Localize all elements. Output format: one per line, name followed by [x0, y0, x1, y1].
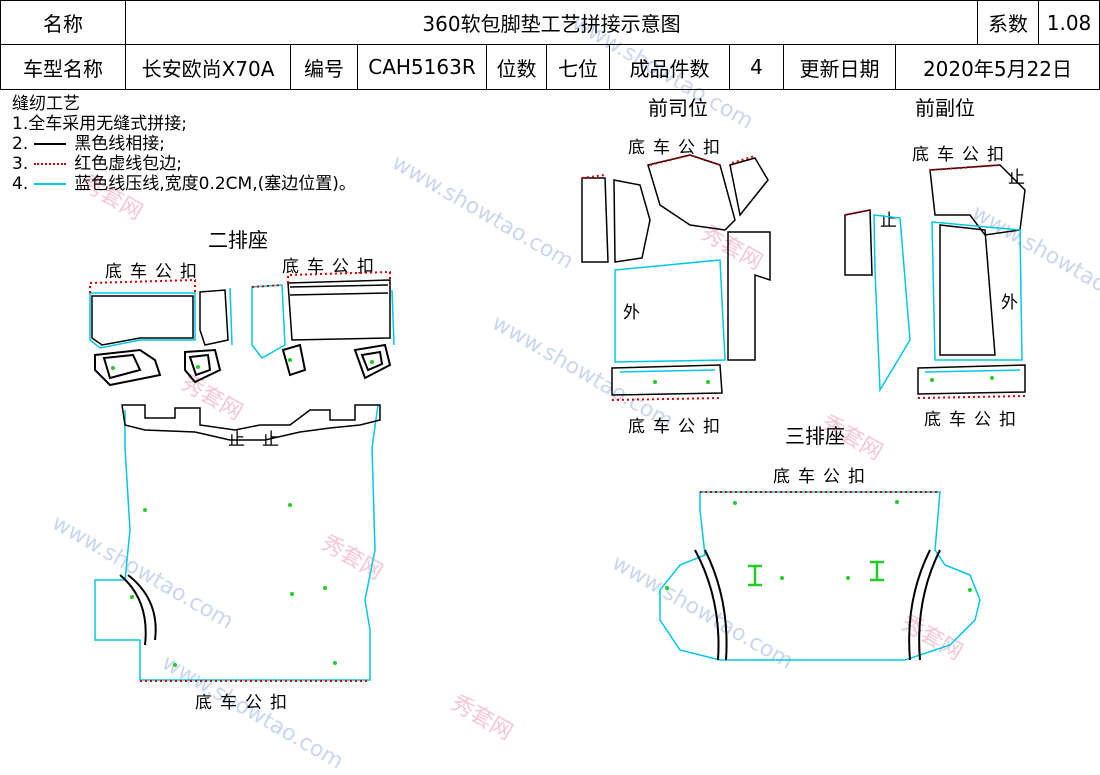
note-item-3: 3. 红色虚线包边; — [12, 154, 356, 174]
clip-label-2nd-floor: 底车公扣 — [195, 693, 295, 713]
black-line-swatch — [34, 143, 67, 145]
clip-label-third-row: 底车公扣 — [773, 467, 873, 487]
sewing-notes: 缝纫工艺 1.全车采用无缝式拼接; 2. 黑色线相接; 3. 红色虚线包边; 4. 蓝… — [12, 94, 356, 194]
section-third-row: 三排座 — [785, 424, 845, 448]
note-item-4-text: 蓝色线压线,宽度0.2CM,(塞边位置)。 — [74, 174, 356, 194]
second-row-left-piece — [89, 278, 233, 387]
outer-label-passenger: 外 — [1001, 293, 1018, 313]
second-row-floor-piece — [94, 404, 381, 682]
note-item-2-text: 黑色线相接; — [74, 134, 165, 154]
seats-label: 位数 — [486, 44, 547, 90]
front-passenger-piece — [844, 164, 1026, 399]
header-table: 名称 360软包脚垫工艺拼接示意图 系数 1.08 车型名称 长安欧尚X70A … — [0, 0, 1100, 90]
model-label: 车型名称 — [0, 44, 126, 90]
clip-label-2nd-left: 底车公扣 — [105, 262, 205, 282]
cyan-line-swatch — [34, 183, 67, 185]
stop-label-4: 止 — [1008, 168, 1025, 188]
note-item-2-num: 2. — [12, 134, 29, 154]
clip-label-driver-bottom: 底车公扣 — [628, 417, 728, 437]
date-label: 更新日期 — [783, 44, 896, 90]
note-item-4-num: 4. — [12, 174, 29, 194]
second-row-right-piece — [251, 270, 395, 380]
clip-label-passenger-bottom: 底车公扣 — [924, 410, 1024, 430]
section-front-driver: 前司位 — [648, 96, 708, 120]
coef-label: 系数 — [977, 0, 1039, 45]
red-dotted-swatch — [34, 163, 67, 165]
clip-label-2nd-right: 底车公扣 — [282, 257, 382, 277]
note-item-3-num: 3. — [12, 154, 29, 174]
note-item-1: 1.全车采用无缝式拼接; — [12, 114, 187, 134]
clip-label-passenger-top: 底车公扣 — [912, 145, 1012, 165]
date-value: 2020年5月22日 — [895, 44, 1100, 90]
model-value: 长安欧尚X70A — [125, 44, 291, 90]
third-row-piece — [659, 491, 981, 661]
section-second-row: 二排座 — [208, 228, 268, 252]
pieces-label: 成品件数 — [609, 44, 730, 90]
clip-label-driver-top: 底车公扣 — [628, 138, 728, 158]
front-driver-piece — [581, 153, 771, 401]
mat-pattern-drawing — [89, 153, 1026, 682]
code-value: CAH5163R — [357, 44, 487, 90]
notes-heading: 缝纫工艺 — [12, 94, 80, 114]
stop-label-2: 止 — [262, 430, 279, 450]
note-item-2: 2. 黑色线相接; — [12, 134, 356, 154]
outer-label-driver: 外 — [623, 303, 640, 323]
note-item-3-text: 红色虚线包边; — [74, 154, 182, 174]
note-item-4: 4. 蓝色线压线,宽度0.2CM,(塞边位置)。 — [12, 174, 356, 194]
section-front-passenger: 前副位 — [915, 96, 975, 120]
